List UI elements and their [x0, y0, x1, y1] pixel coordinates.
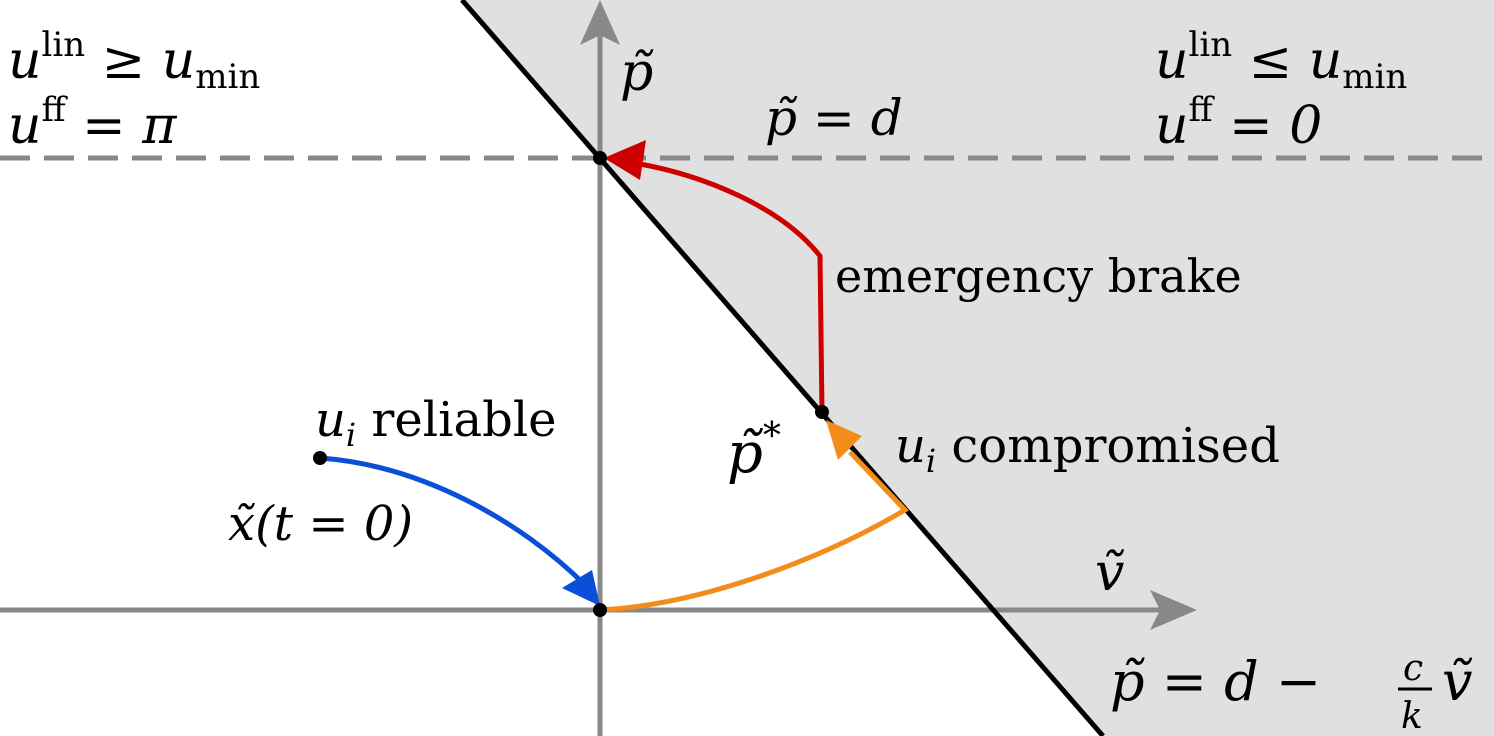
p-axis-arrowhead: [580, 0, 620, 45]
v-axis-label: ṽ: [1095, 543, 1125, 603]
svg-text:uff = 0: uff = 0: [1155, 90, 1322, 156]
initial-state-point: [313, 451, 327, 465]
origin-point: [593, 603, 607, 617]
p-star-point: [815, 405, 829, 419]
svg-text:ulin ≥ umin: ulin ≥ umin: [8, 25, 260, 97]
p-equals-d-label: p̃ = d: [765, 89, 903, 147]
reliable-trajectory: [319, 455, 588, 588]
compromised-arrowhead: [826, 420, 862, 460]
top-left-condition: ulin ≥ umin uff = π: [8, 25, 260, 156]
svg-text:uff = π: uff = π: [8, 90, 177, 156]
unsafe-region: [462, 0, 1494, 736]
p-star-label: p̃*: [727, 416, 781, 486]
svg-text:ṽ: ṽ: [1442, 650, 1473, 713]
target-point: [593, 151, 607, 165]
svg-text:ulin ≤ umin: ulin ≤ umin: [1155, 25, 1407, 97]
boundary-line: [460, 0, 1105, 736]
emergency-arrowhead: [604, 140, 646, 180]
emergency-trajectory: [639, 161, 825, 413]
reliable-label: ui reliable: [315, 392, 557, 454]
svg-text:p̃ = d −: p̃ = d −: [1110, 650, 1321, 713]
boundary-equation: p̃ = d − c k ṽ: [1110, 648, 1473, 736]
top-right-condition: ulin ≤ umin uff = 0: [1155, 25, 1407, 156]
reliable-arrowhead: [562, 570, 600, 606]
compromised-trajectory: [599, 450, 909, 613]
v-axis-arrowhead: [1150, 590, 1197, 630]
initial-state-label: x̃(t = 0): [228, 496, 413, 552]
emergency-brake-label: emergency brake: [835, 249, 1242, 303]
compromised-label: ui compromised: [895, 418, 1280, 480]
p-axis-label: p̃: [620, 43, 654, 103]
svg-text:c: c: [1403, 648, 1423, 689]
svg-text:k: k: [1401, 696, 1423, 736]
